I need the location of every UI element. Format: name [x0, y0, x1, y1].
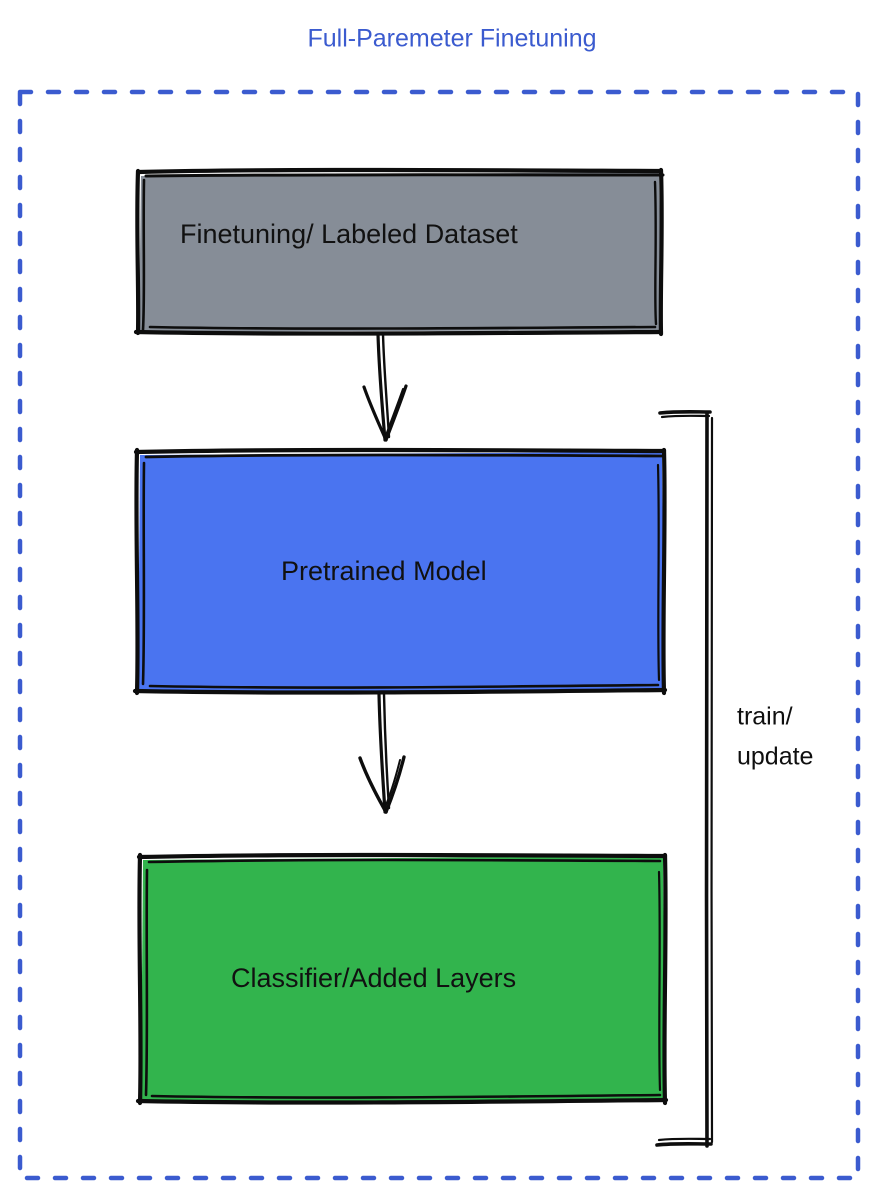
arrow1-head-right-2: [384, 388, 404, 439]
feedback-loop-bracket: train/ update: [655, 409, 813, 1148]
node-pretrained-edge-left-2: [141, 461, 146, 686]
arrow2-head-right: [384, 755, 406, 814]
arrow1-shaft-a: [376, 332, 387, 442]
feedback-label-line2: update: [737, 743, 813, 771]
node-pretrained-edge-top-2: [144, 453, 664, 459]
arrow1-head-left: [362, 385, 388, 442]
node-classifier-fill: [141, 856, 665, 1102]
node-pretrained-label: Pretrained Model: [281, 556, 487, 586]
node-classifier-edge-bottom-2: [150, 1093, 662, 1099]
arrow2-head-right-2: [383, 759, 401, 811]
node-dataset-fill: [139, 172, 661, 332]
node-dataset-edge-left-2: [141, 178, 146, 332]
arrow-pretrained-to-classifier: [358, 692, 406, 814]
node-pretrained[interactable]: Pretrained Model: [132, 447, 668, 696]
node-pretrained-edge-top: [133, 447, 667, 455]
bracket-vertical-segment: [704, 411, 710, 1148]
node-classifier-edge-top: [136, 852, 668, 860]
node-dataset-edge-bottom-2: [148, 325, 657, 330]
node-classifier-edge-top-2: [147, 858, 662, 864]
node-classifier-edge-left: [137, 852, 143, 1106]
node-classifier-label: Classifier/Added Layers: [231, 963, 516, 993]
arrow1-head-right: [384, 384, 408, 442]
bracket-top-segment-2: [660, 414, 711, 419]
node-dataset-label: Finetuning/ Labeled Dataset: [180, 219, 518, 249]
arrow-dataset-to-pretrained: [362, 332, 408, 442]
node-pretrained-edge-right: [661, 447, 667, 696]
bracket-vertical-segment-2: [710, 416, 714, 1144]
node-classifier-edge-right-2: [657, 870, 662, 1092]
node-pretrained-edge-bottom-2: [148, 683, 660, 689]
node-dataset-edge-top: [136, 167, 663, 175]
node-dataset-edge-top-2: [144, 173, 665, 178]
node-classifier[interactable]: Classifier/Added Layers: [135, 852, 669, 1106]
bracket-bottom-segment: [655, 1141, 713, 1147]
feedback-label-line1: train/: [737, 703, 793, 731]
arrow2-shaft-a: [377, 692, 387, 814]
node-dataset-edge-right: [658, 167, 664, 337]
node-pretrained-edge-left: [134, 447, 140, 696]
node-dataset-edge-bottom: [133, 329, 664, 336]
node-pretrained-edge-right-2: [656, 463, 661, 682]
dashed-container-frame: [17, 89, 861, 1181]
node-classifier-edge-right: [662, 852, 668, 1106]
node-classifier-edge-left-2: [144, 868, 149, 1097]
bracket-top-segment: [658, 409, 712, 415]
page-title: Full-Paremeter Finetuning: [307, 25, 596, 53]
node-pretrained-edge-bottom: [132, 687, 668, 695]
node-pretrained-fill: [138, 452, 664, 692]
node-dataset[interactable]: Finetuning/ Labeled Dataset: [133, 167, 665, 337]
node-dataset-edge-right-2: [653, 180, 658, 326]
node-classifier-edge-bottom: [135, 1097, 669, 1105]
node-dataset-edge-left: [135, 168, 141, 336]
bracket-bottom-segment-2: [657, 1137, 712, 1142]
